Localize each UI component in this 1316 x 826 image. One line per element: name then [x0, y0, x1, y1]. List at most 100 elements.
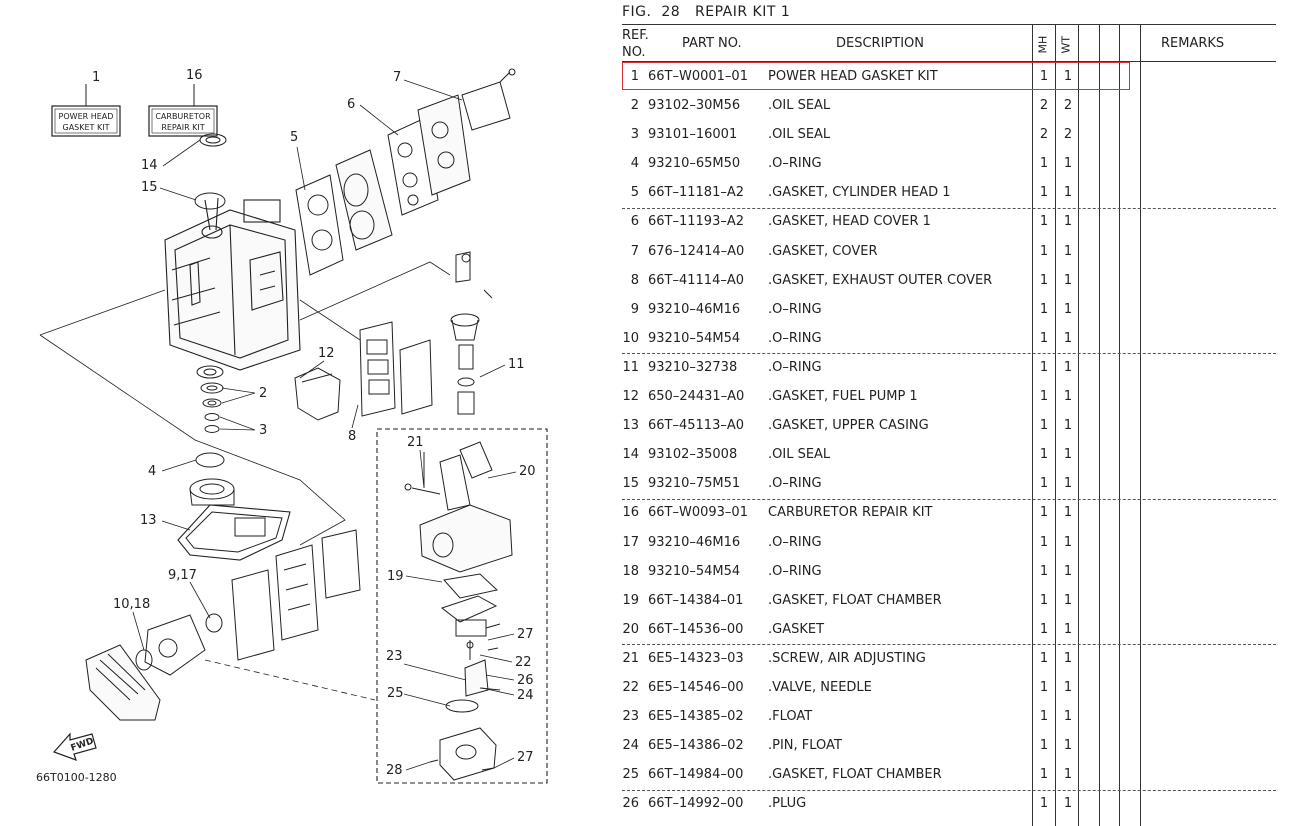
ref-cell: 6 [630, 214, 639, 230]
wt-qty-cell: 1 [1063, 476, 1073, 492]
wt-qty-cell: 1 [1063, 505, 1073, 521]
description-cell: .O–RING [768, 330, 822, 346]
part-no-cell: 93102–35008 [648, 447, 738, 463]
wt-qty-cell: 2 [1063, 98, 1073, 114]
ref-cell: 24 [622, 738, 639, 754]
ref-cell: 22 [622, 679, 639, 695]
mh-qty-cell: 1 [1039, 592, 1049, 608]
part-no-cell: 66T–14984–00 [648, 767, 744, 783]
ref-cell: 23 [622, 709, 639, 725]
part-no-cell: 66T–W0093–01 [648, 505, 748, 521]
part-no-cell: 93210–65M50 [648, 156, 741, 172]
ref-cell: 7 [630, 243, 639, 259]
mh-qty-cell: 2 [1039, 127, 1049, 143]
mh-qty-cell: 1 [1039, 505, 1049, 521]
col-divider-remarks [1140, 24, 1141, 826]
part-no-cell: 66T–11181–A2 [648, 185, 745, 201]
part-no-cell: 6E5–14386–02 [648, 738, 744, 754]
description-cell: .O–RING [768, 476, 822, 492]
kit-label-carburetor-line2: REPAIR KIT [161, 123, 204, 132]
callout-27b: 27 [517, 750, 534, 765]
callout-21: 21 [407, 435, 424, 450]
callout-2: 2 [259, 386, 267, 401]
mh-qty-cell: 1 [1039, 418, 1049, 434]
callout-25: 25 [387, 686, 404, 701]
parts-list: FIG. 28 REPAIR KIT 1 REF. NO. PART NO. D… [622, 0, 1316, 826]
wt-qty-cell: 1 [1063, 767, 1073, 783]
ref-cell: 12 [622, 389, 639, 405]
wt-qty-cell: 1 [1063, 185, 1073, 201]
part-no-cell: 66T–11193–A2 [648, 214, 745, 230]
ref-cell: 14 [622, 447, 639, 463]
callout-22: 22 [515, 655, 532, 670]
callout-16: 16 [186, 68, 203, 83]
carburetor-kit-box [376, 428, 548, 784]
wt-qty-cell: 1 [1063, 301, 1073, 317]
part-no-cell: 66T–W0001–01 [648, 69, 748, 84]
ref-cell: 20 [622, 621, 639, 637]
part-no-cell: 66T–14536–00 [648, 621, 744, 637]
part-no-cell: 66T–14992–00 [648, 796, 744, 812]
wt-qty-cell: 1 [1063, 156, 1073, 172]
mh-qty-cell: 1 [1039, 709, 1049, 725]
ref-cell: 1 [630, 69, 639, 84]
header-ref-line1: REF. [622, 28, 649, 43]
mh-qty-cell: 1 [1039, 330, 1049, 346]
part-no-cell: 93210–75M51 [648, 476, 741, 492]
description-cell: .GASKET, FUEL PUMP 1 [768, 389, 918, 405]
callout-1: 1 [92, 70, 100, 85]
description-cell: .O–RING [768, 563, 822, 579]
mh-qty-cell: 1 [1039, 679, 1049, 695]
mh-qty-cell: 1 [1039, 738, 1049, 754]
callout-12: 12 [318, 346, 335, 361]
cylinder-head-assembly [295, 68, 516, 276]
wt-qty-cell: 1 [1063, 796, 1073, 812]
part-no-cell: 66T–14384–01 [648, 592, 744, 608]
part-no-cell: 6E5–14385–02 [648, 709, 744, 725]
description-cell: .PIN, FLOAT [768, 738, 842, 754]
header-wt: WT [1059, 35, 1073, 54]
group-separator [622, 207, 1276, 209]
description-cell: .OIL SEAL [768, 447, 831, 463]
callout-26: 26 [517, 673, 534, 688]
col-divider-5 [1119, 24, 1120, 826]
kit-label-power-head-line2: GASKET KIT [63, 123, 110, 132]
mh-qty-cell: 1 [1039, 185, 1049, 201]
mh-qty-cell: 1 [1039, 767, 1049, 783]
wt-qty-cell: 1 [1063, 447, 1073, 463]
part-no-cell: 66T–45113–A0 [648, 418, 745, 434]
callout-5: 5 [290, 130, 298, 145]
description-cell: .GASKET, FLOAT CHAMBER [768, 767, 942, 783]
callout-9-17: 9,17 [168, 568, 197, 583]
col-divider-3 [1078, 24, 1079, 826]
mh-qty-cell: 1 [1039, 389, 1049, 405]
kit-label-power-head: POWER HEAD GASKET KIT [51, 105, 121, 137]
